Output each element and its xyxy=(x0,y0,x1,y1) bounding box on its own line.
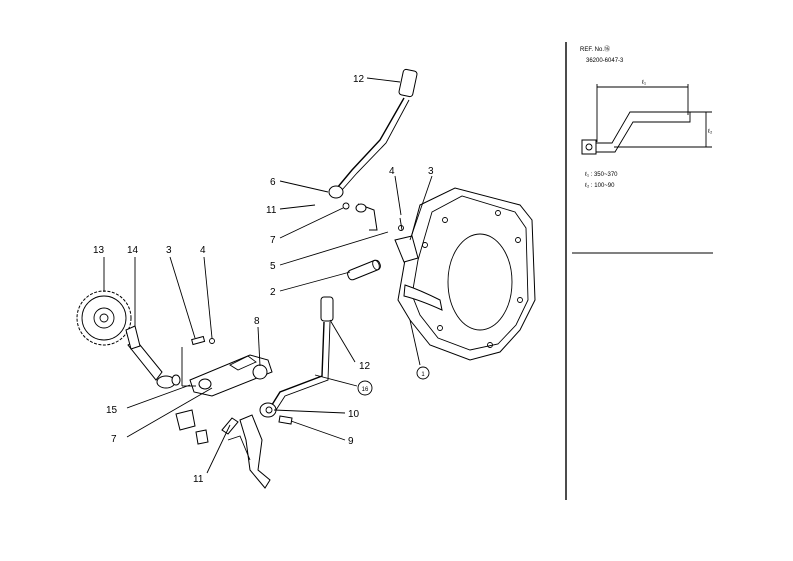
shaft-part xyxy=(347,259,381,281)
callout-1: 1 xyxy=(421,372,425,378)
ref-spec-1: ℓ₁ : 350~370 xyxy=(585,171,618,178)
small-block-part xyxy=(195,429,209,445)
callout-6: 6 xyxy=(270,177,276,188)
lever-part xyxy=(125,325,181,389)
ref-dim-top: ℓ₁ xyxy=(642,79,646,86)
gear-part xyxy=(76,290,132,346)
ref-part-number: 36200-6047-3 xyxy=(586,58,624,64)
callout-16: 16 xyxy=(362,387,369,393)
callout-9: 9 xyxy=(348,436,354,447)
callout-7-lower: 7 xyxy=(111,434,117,445)
callout-15: 15 xyxy=(106,405,118,416)
callout-1-circle xyxy=(416,366,430,380)
callout-5: 5 xyxy=(270,261,276,272)
callout-11-lower: 11 xyxy=(193,474,204,485)
washer-part xyxy=(265,406,273,414)
callout-4-upper: 4 xyxy=(389,166,395,177)
callout-12-lower: 12 xyxy=(359,361,371,372)
block-part xyxy=(175,409,196,431)
callout-3-upper: 3 xyxy=(428,166,434,177)
leader-lines xyxy=(103,77,433,474)
ball-part xyxy=(209,338,215,344)
callout-4-lower: 4 xyxy=(200,245,206,256)
callout-12-upper: 12 xyxy=(353,74,365,85)
callout-8: 8 xyxy=(254,316,260,327)
callout-3-lower: 3 xyxy=(166,245,172,256)
callout-10: 10 xyxy=(348,409,360,420)
ref-spec-2: ℓ₂ : 100~90 xyxy=(585,182,615,189)
ref-dim-side: ℓ₂ xyxy=(708,128,713,135)
callout-16-circle xyxy=(357,380,373,396)
lower-bracket xyxy=(227,414,271,489)
ref-rod-drawing: ℓ₁ ℓ₂ xyxy=(581,79,713,155)
shift-lever-upper xyxy=(328,68,418,231)
ref-title: REF. No.⑯ xyxy=(580,45,610,53)
callout-2: 2 xyxy=(270,287,276,298)
fork-part xyxy=(394,217,419,263)
callout-14: 14 xyxy=(127,245,139,256)
callout-7-upper: 7 xyxy=(270,235,276,246)
shift-shaft-assembly xyxy=(181,347,273,397)
callout-11-upper: 11 xyxy=(266,205,277,216)
clutch-housing xyxy=(397,187,536,361)
callout-13: 13 xyxy=(93,245,105,256)
shift-lever-lower xyxy=(259,296,334,418)
bolt-part xyxy=(278,415,293,425)
spring-pin xyxy=(191,335,206,346)
